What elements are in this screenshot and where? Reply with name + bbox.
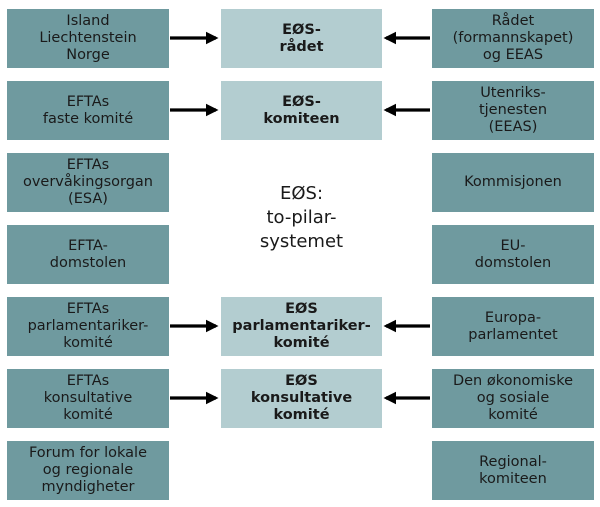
box-eftas-faste-komite: EFTAs faste komité [7,81,169,140]
box-eos-konsultative: EØS konsultative komité [221,369,382,428]
box-efta-domstolen: EFTA- domstolen [7,225,169,284]
box-radet-formannskapet: Rådet (formannskapet) og EEAS [432,9,594,68]
box-eos-komiteen: EØS- komiteen [221,81,382,140]
box-okonomiske-sosiale: Den økonomiske og sosiale komité [432,369,594,428]
box-kommisjonen: Kommisjonen [432,153,594,212]
box-regionalkomiteen: Regional- komiteen [432,441,594,500]
box-eftas-parlamentariker: EFTAs parlamentariker- komité [7,297,169,356]
box-eos-radet: EØS- rådet [221,9,382,68]
two-pillar-label: EØS: to-pilar- systemet [259,183,344,252]
box-europaparlamentet: Europa- parlamentet [432,297,594,356]
box-island-liechtenstein-norge: Island Liechtenstein Norge [7,9,169,68]
box-esa: EFTAs overvåkingsorgan (ESA) [7,153,169,212]
box-eftas-konsultative: EFTAs konsultative komité [7,369,169,428]
box-forum-lokale-regionale: Forum for lokale og regionale myndighete… [7,441,169,500]
box-eos-parlamentariker: EØS parlamentariker- komité [221,297,382,356]
box-eu-domstolen: EU- domstolen [432,225,594,284]
box-utenrikstjenesten: Utenriks- tjenesten (EEAS) [432,81,594,140]
